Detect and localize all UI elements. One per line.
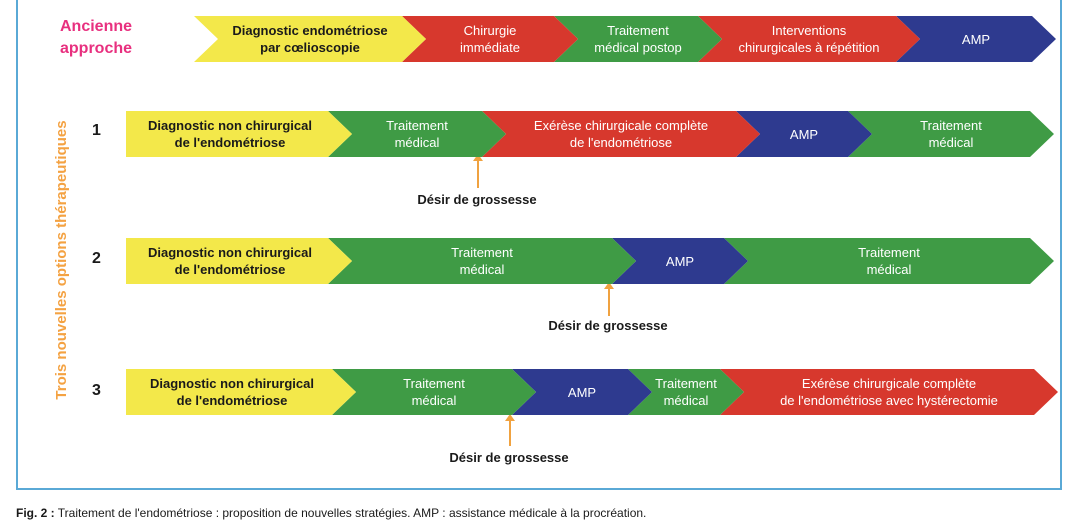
option1-step-diagnostic: Diagnostic non chirurgical de l'endométr… [126,111,352,157]
old-step-immediate-surgery: Chirurgie immédiate [402,16,578,62]
option3-step-excision-hysterectomy: Exérèse chirurgicale complète de l'endom… [720,369,1058,415]
old-approach-title: Ancienne approche [60,16,180,60]
option3-pregnancy-marker-arrow [505,414,515,446]
option1-step-amp: AMP [736,111,872,157]
option2-pregnancy-marker-label: Désir de grossesse [548,318,668,333]
option2-step-diagnostic: Diagnostic non chirurgical de l'endométr… [126,238,352,284]
old-step-postop-treatment: Traitement médical postop [554,16,722,62]
old-approach-title-line1: Ancienne [60,18,133,35]
old-approach-title-line2: approche [60,40,133,57]
figure-caption-label: Fig. 2 : [16,506,55,520]
option1-step-excision: Exérèse chirurgicale complète de l'endom… [482,111,760,157]
option1-pregnancy-marker-label: Désir de grossesse [417,192,537,207]
option-number-2: 2 [92,250,101,267]
option3-step-diagnostic: Diagnostic non chirurgical de l'endométr… [126,369,356,415]
option3-step-treatment: Traitement médical [332,369,536,415]
option2-step-treatment-2: Traitement médical [724,238,1054,284]
option-number-3: 3 [92,382,101,399]
new-options-vertical-label: Trois nouvelles options thérapeutiques [53,120,70,400]
option2-pregnancy-marker-arrow [604,282,614,316]
old-step-amp: AMP [896,16,1056,62]
option3-pregnancy-marker-label: Désir de grossesse [449,450,569,465]
figure-caption-text: Traitement de l'endométriose : propositi… [54,506,647,520]
old-step-repeat-surgery: Interventions chirurgicales à répétition [698,16,920,62]
old-step-diagnostic: Diagnostic endométriose par cœlioscopie [194,16,426,62]
option1-step-treatment: Traitement médical [328,111,506,157]
option-number-1: 1 [92,122,101,139]
option2-step-treatment: Traitement médical [328,238,636,284]
option1-pregnancy-marker-arrow [473,154,483,188]
option1-step-treatment-2: Traitement médical [848,111,1054,157]
figure-caption: Fig. 2 : Traitement de l'endométriose : … [16,506,646,520]
